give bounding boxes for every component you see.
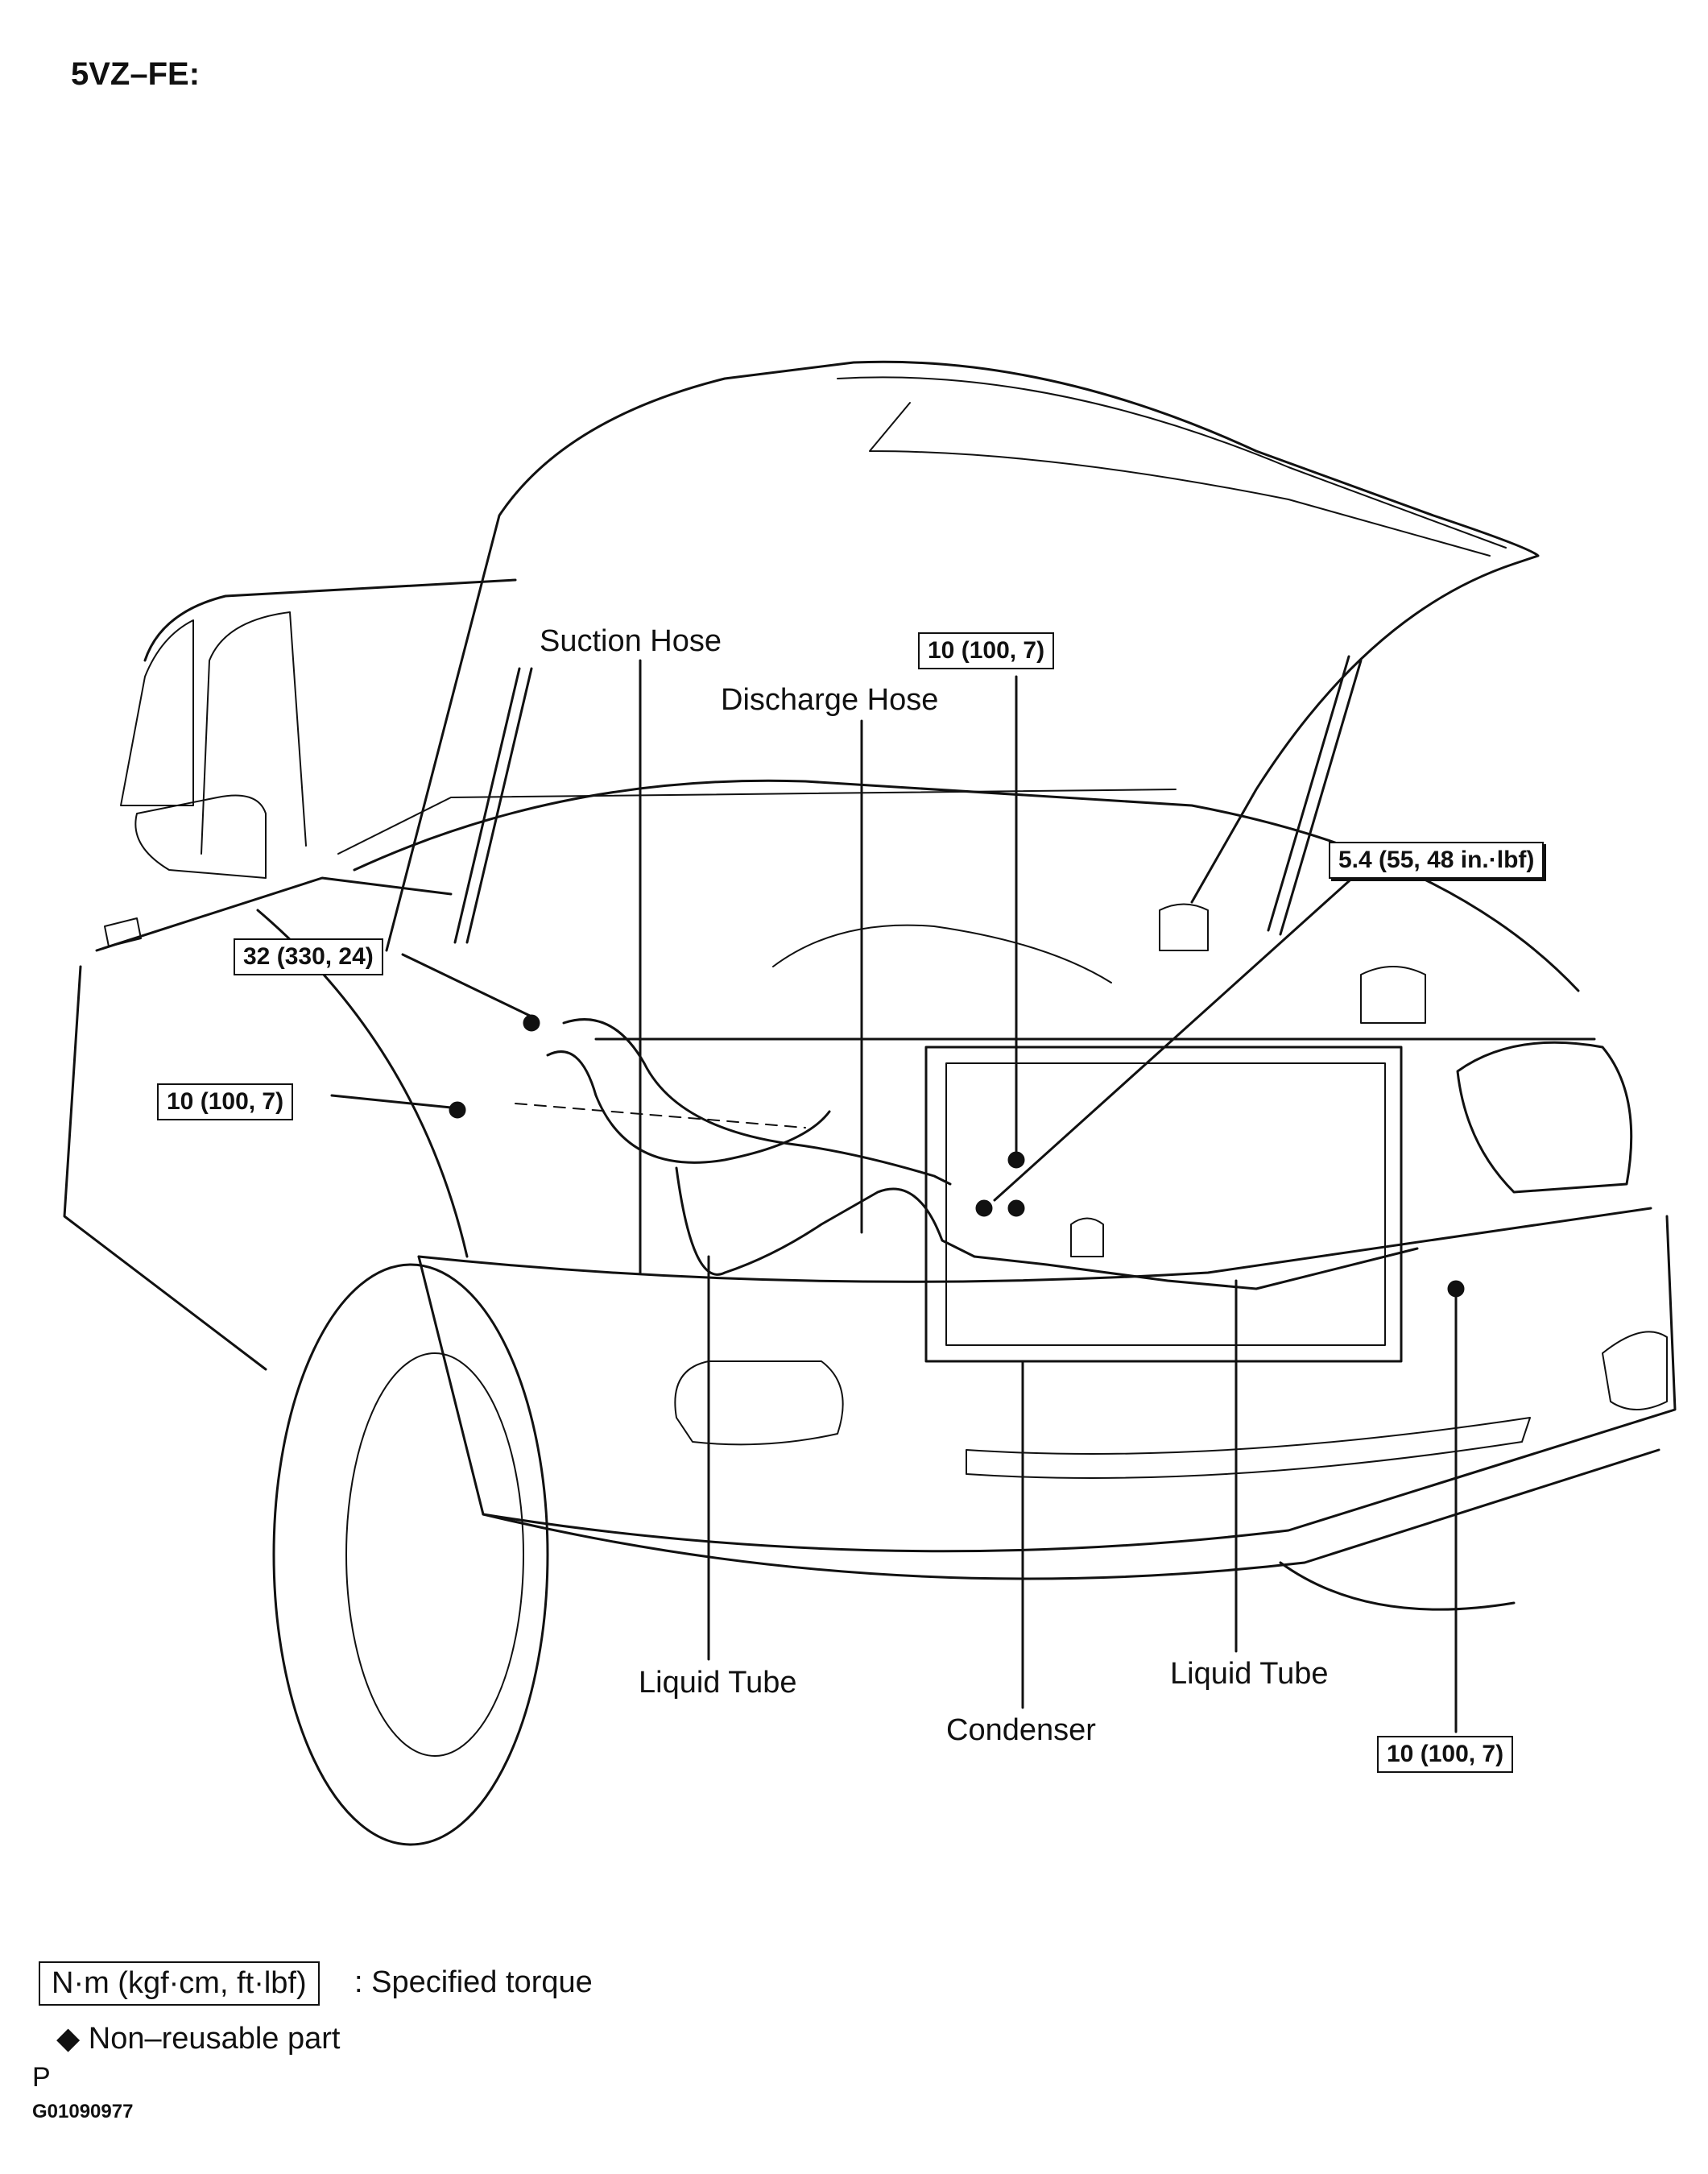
torque-top-center: 10 (100, 7) [918, 632, 1055, 669]
bolt-right-1 [975, 1199, 993, 1217]
bolt-bottom-right [1447, 1280, 1465, 1298]
legend-torque-box: N·m (kgf·cm, ft·lbf) [39, 1961, 320, 2006]
receiver-tank [1070, 1217, 1104, 1257]
label-liquid-tube-right: Liquid Tube [1170, 1657, 1329, 1691]
front-tire [272, 1263, 549, 1846]
liquid-tube-right-path [973, 1247, 1419, 1290]
diamond-icon: ◆ [56, 2022, 81, 2056]
reservoir [1360, 966, 1426, 1024]
side-mirror [134, 794, 267, 879]
reservoir-2 [1159, 903, 1209, 951]
legend-nonreusable: ◆ Non–reusable part [56, 2020, 340, 2056]
hood-inner-edge [837, 376, 1507, 549]
leader-torque-left-lower [330, 1094, 453, 1109]
hood-stay-right [1267, 655, 1363, 936]
fog-light-left [674, 1360, 844, 1446]
torque-bottom-right: 10 (100, 7) [1377, 1736, 1514, 1773]
condenser-panel [924, 1046, 1403, 1363]
bumper-slot [966, 1417, 1531, 1479]
hood-outline [385, 360, 1540, 952]
right-tire [1279, 1561, 1516, 1611]
legend-torque-desc: : Specified torque [354, 1965, 593, 1999]
torque-left-lower: 10 (100, 7) [157, 1083, 294, 1120]
cab-window-front [201, 611, 307, 855]
front-rim [345, 1352, 524, 1757]
hood-front-lip [869, 402, 1491, 557]
engine-cover [772, 924, 1112, 983]
figure-code: G01090977 [32, 2101, 134, 2122]
windshield-base [337, 789, 1177, 855]
hood-stay-left [453, 667, 533, 944]
cab-roof [143, 578, 517, 662]
leader-torque-left-upper [401, 953, 533, 1018]
bracket-left [515, 1103, 806, 1128]
discharge-hose-path [546, 1050, 831, 1164]
suction-hose-path [562, 1018, 952, 1186]
body-side-top [95, 876, 453, 952]
page-title: 5VZ–FE: [71, 56, 201, 92]
bolt-right-2 [1007, 1199, 1025, 1217]
label-condenser: Condenser [946, 1713, 1096, 1747]
condenser-core [945, 1062, 1386, 1346]
bolt-top-center [1007, 1151, 1025, 1169]
body-side [63, 965, 267, 1371]
label-suction-hose: Suction Hose [540, 624, 722, 658]
label-discharge-hose: Discharge Hose [721, 683, 939, 717]
fog-light-right [1602, 1331, 1668, 1410]
bolt-left-lower [449, 1101, 466, 1119]
door-handle [104, 917, 142, 947]
liquid-tube-left-path [675, 1166, 976, 1276]
bolt-left-upper [523, 1014, 540, 1032]
cab-window-rear [120, 619, 194, 806]
legend-nonreusable-desc: Non–reusable part [88, 2022, 341, 2056]
label-liquid-tube-left: Liquid Tube [639, 1666, 797, 1700]
leader-torque-right [993, 872, 1359, 1202]
headlight [1456, 1041, 1633, 1194]
bumper-top [417, 1207, 1652, 1283]
bumper-face [417, 1215, 1677, 1553]
torque-left-upper: 32 (330, 24) [234, 938, 383, 975]
footer-letter: P [32, 2062, 51, 2093]
torque-right: 5.4 (55, 48 in.·lbf) [1329, 842, 1545, 879]
bumper-bottom [482, 1448, 1660, 1580]
engine-bay-rim [353, 779, 1580, 992]
